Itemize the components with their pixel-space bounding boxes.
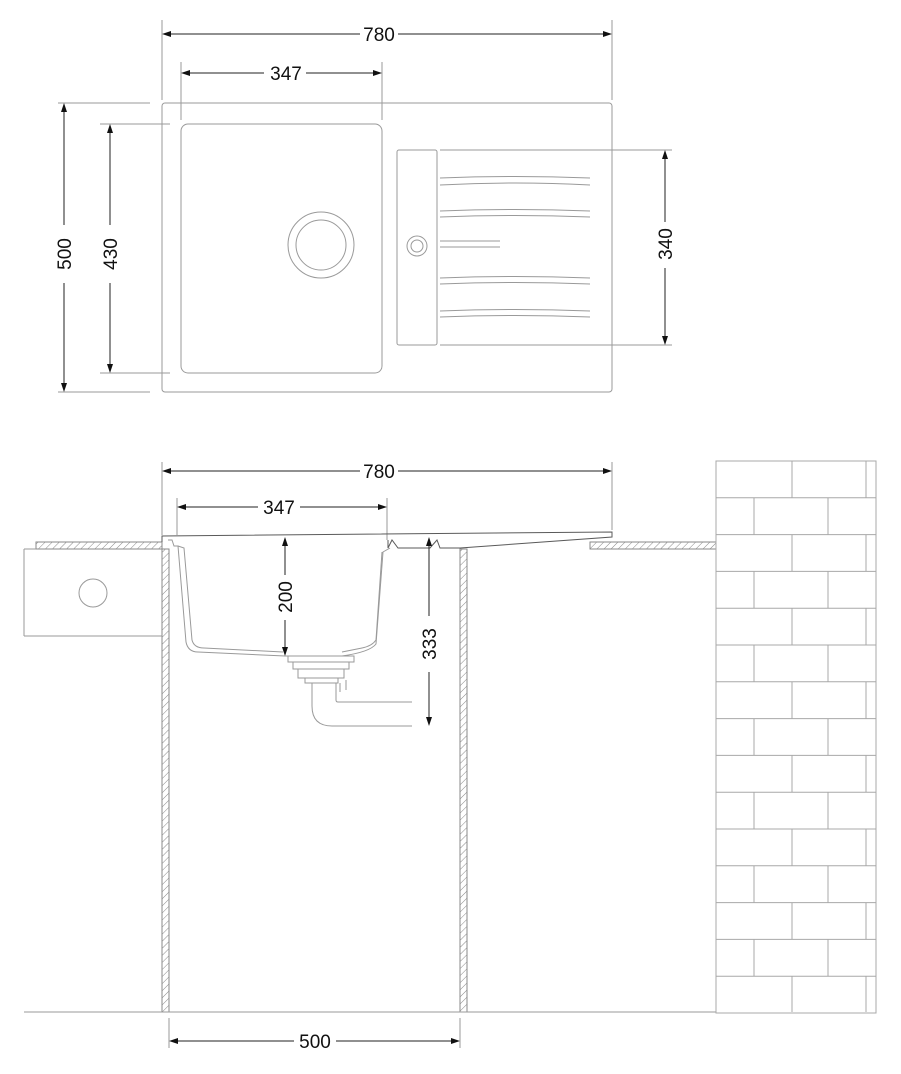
sink-rim-profile	[161, 531, 613, 549]
adjacent-cabinet	[23, 549, 162, 637]
cabinet-wall-left	[161, 548, 170, 1013]
dimension-side-drain-depth: 333	[420, 537, 441, 726]
dim-label-side-overall-width: 780	[363, 462, 395, 483]
drainboard-ribs	[439, 176, 591, 318]
drain-fitting	[287, 655, 412, 727]
top-view: 780 347 500 430	[55, 20, 677, 393]
tap-hole-outer	[406, 235, 428, 257]
countertop-left	[35, 541, 163, 550]
countertop-right	[589, 541, 717, 550]
brick-wall	[715, 460, 877, 1014]
bowl-outline	[180, 123, 383, 374]
dim-label-cabinet-width: 500	[299, 1032, 331, 1053]
dimension-bowl-depth: 430	[101, 124, 122, 373]
dim-label-side-drain-depth: 333	[420, 628, 441, 660]
dimension-overall-width: 780	[162, 25, 612, 46]
dimension-drainboard-depth: 340	[656, 150, 677, 345]
dim-label-bowl-depth: 430	[101, 238, 122, 270]
bowl-section	[168, 539, 391, 657]
dim-label-overall-width: 780	[363, 25, 395, 46]
drain-outer-ring	[287, 211, 355, 279]
dim-label-overall-depth: 500	[55, 238, 76, 270]
dimension-side-bowl-depth: 200	[276, 537, 297, 656]
tap-hole-inner	[410, 239, 424, 253]
dim-label-bowl-width: 347	[270, 64, 302, 85]
dimension-cabinet-width: 500	[168, 1018, 461, 1053]
dimension-side-overall-width: 780	[162, 462, 612, 483]
side-view: 780 347	[23, 460, 877, 1053]
drain-inner-ring	[295, 219, 347, 271]
cabinet-knob	[78, 578, 108, 608]
dimension-side-bowl-width: 347	[177, 498, 387, 519]
dim-label-side-bowl-depth: 200	[276, 581, 297, 613]
dimension-overall-depth: 500	[55, 103, 76, 392]
cabinet-wall-right	[459, 548, 468, 1013]
sink-outline	[161, 102, 613, 393]
tap-deck	[396, 149, 438, 346]
dim-label-drainboard-depth: 340	[656, 228, 677, 260]
dim-label-side-bowl-width: 347	[263, 498, 295, 519]
dimension-bowl-width: 347	[181, 64, 382, 85]
